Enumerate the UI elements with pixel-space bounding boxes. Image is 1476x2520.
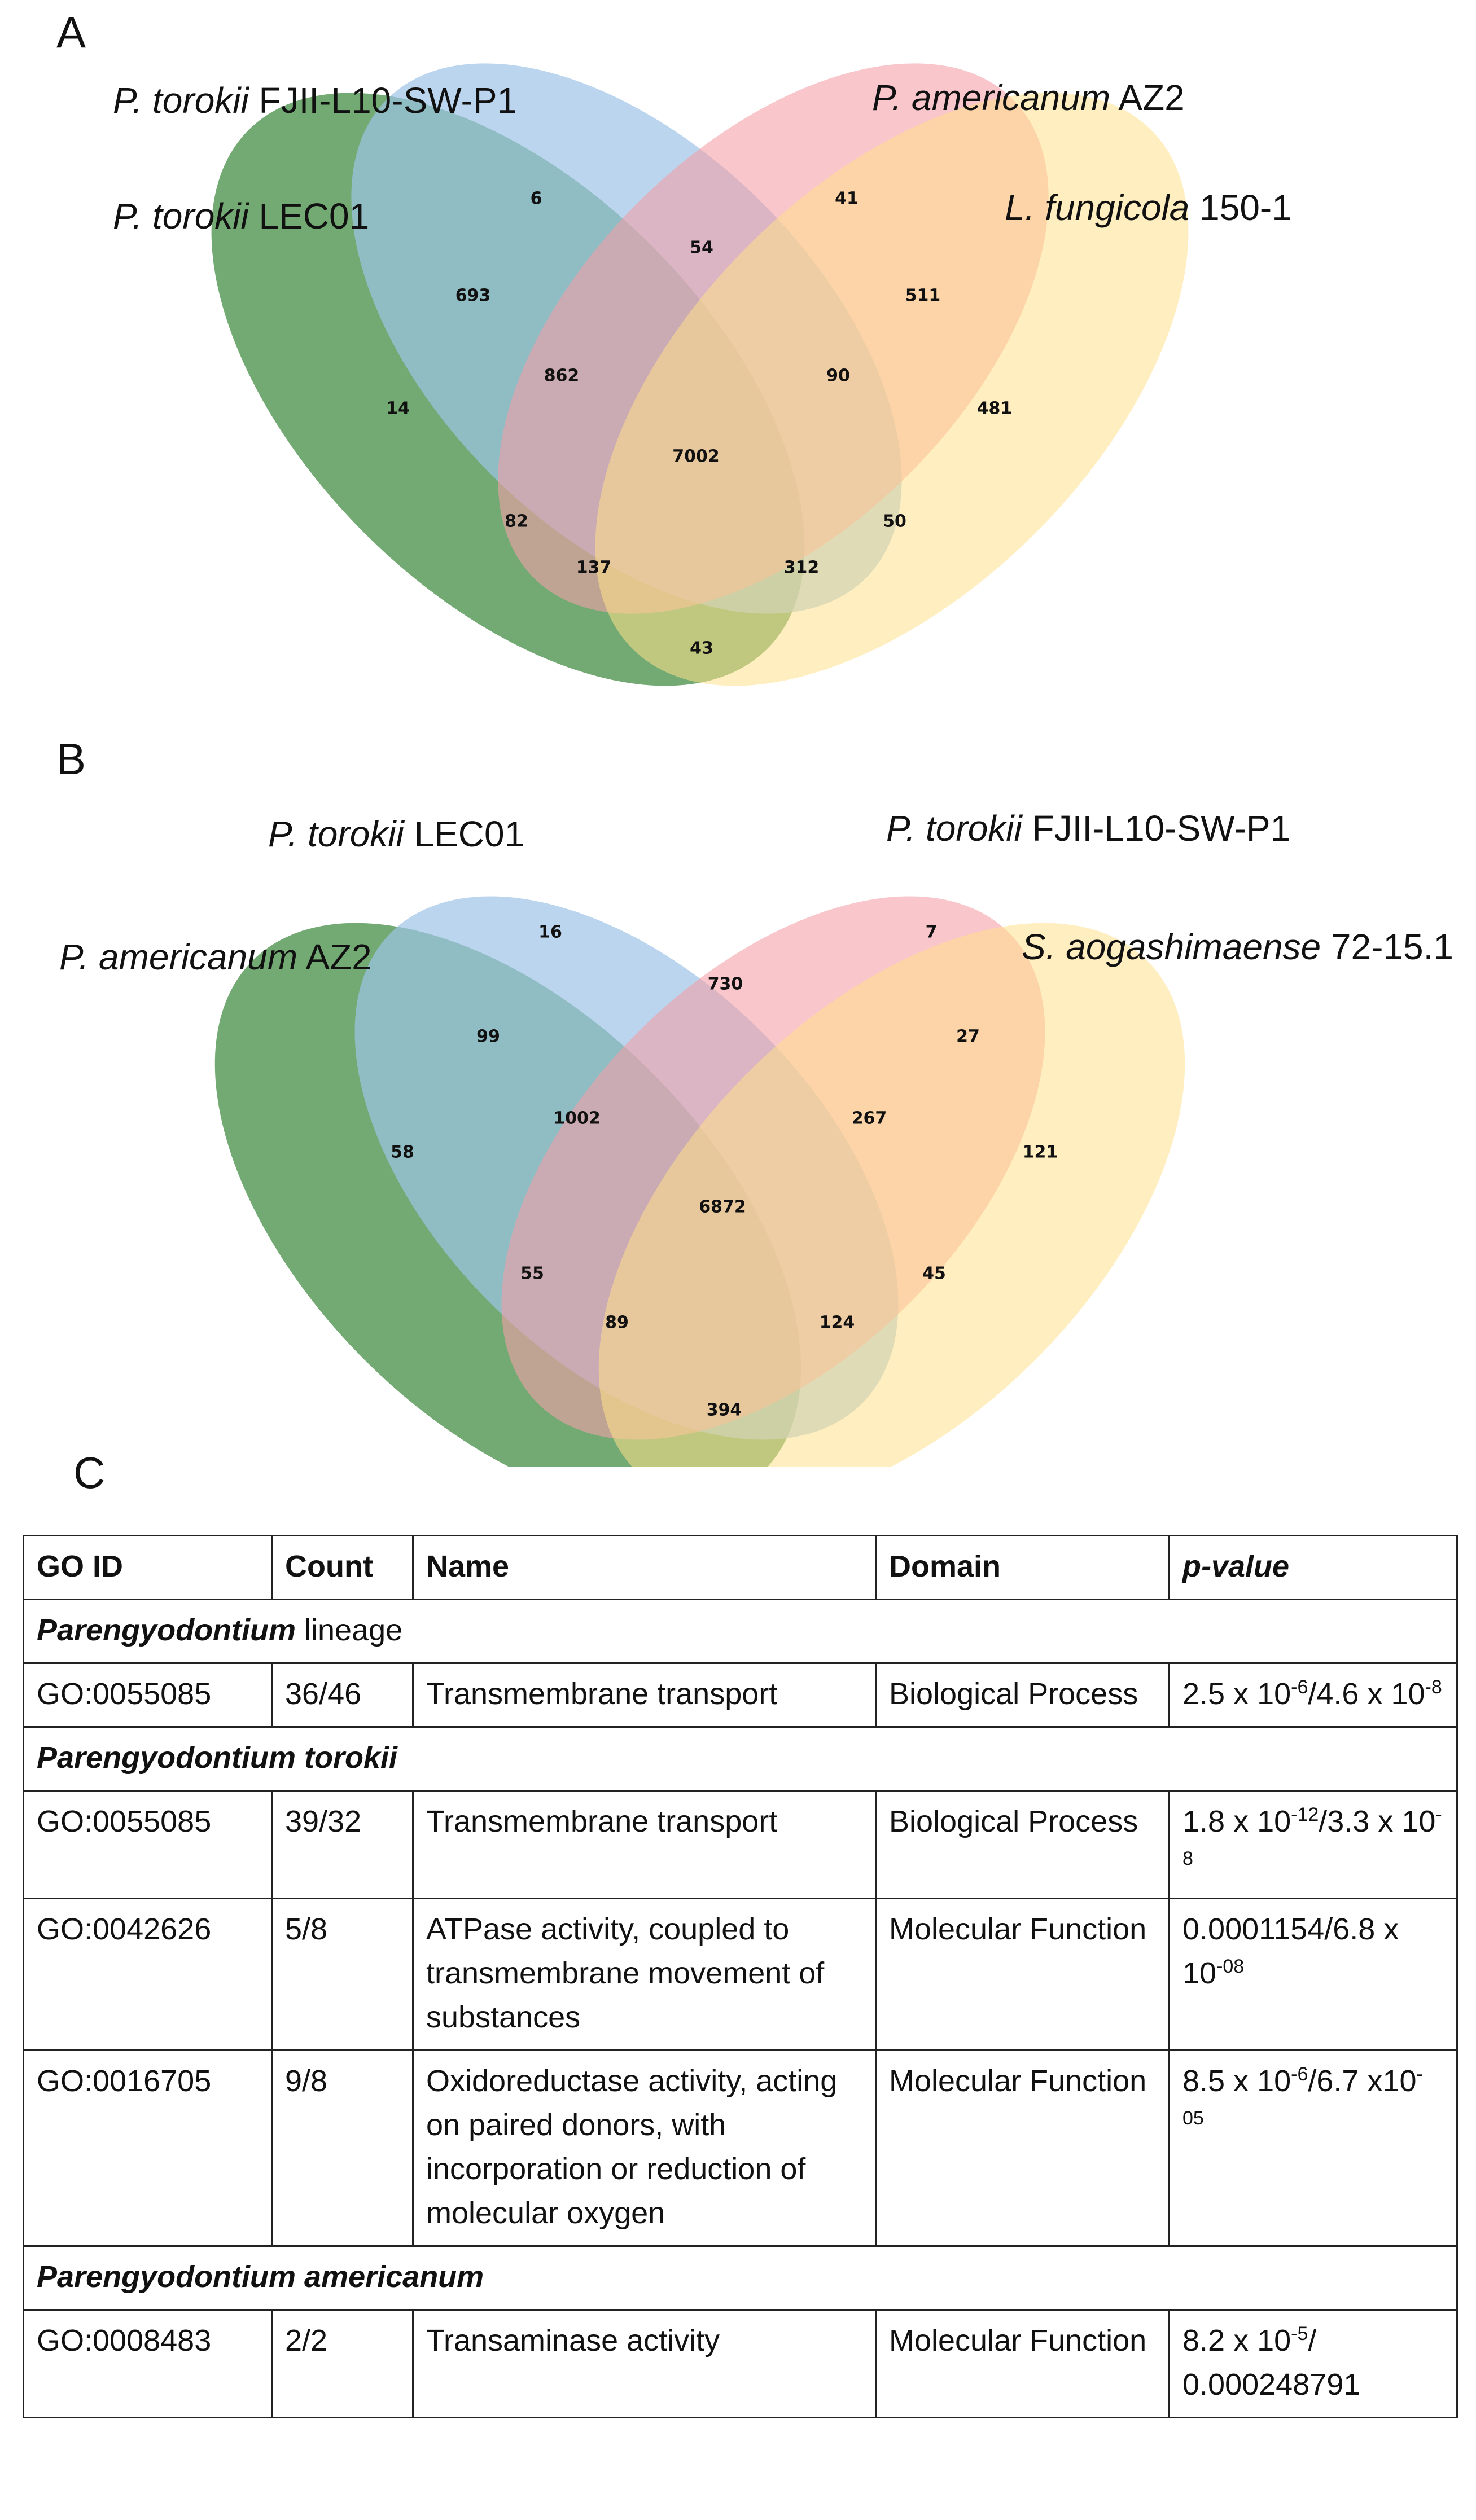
venn-a-count: 54 bbox=[690, 238, 713, 258]
venn-a-count: 50 bbox=[883, 512, 906, 532]
venn-a-set-2-label: P. americanum AZ2 bbox=[872, 77, 1185, 118]
venn-b-set-2-label: P. torokii FJII-L10-SW-P1 bbox=[886, 808, 1290, 849]
venn-b-count: 6872 bbox=[699, 1197, 746, 1217]
cell-go-id: GO:0055085 bbox=[23, 1790, 273, 1899]
venn-a-count: 41 bbox=[835, 189, 859, 209]
cell-p-value: 0.0001154/6.8 x 10-08 bbox=[1168, 1898, 1458, 2051]
cell-p-value: 8.2 x 10-5/ 0.000248791 bbox=[1168, 2309, 1458, 2418]
table-row: GO:0055085 36/46 Transmembrane transport… bbox=[23, 1662, 1458, 1728]
venn-a-count: 312 bbox=[784, 558, 820, 578]
venn-b-set-4-label: S. aogashimaense 72-15.1 bbox=[1022, 927, 1453, 967]
header-domain: Domain bbox=[875, 1535, 1170, 1600]
venn-a-count: 6 bbox=[531, 189, 542, 209]
venn-a-count: 82 bbox=[505, 512, 528, 532]
venn-b-count: 394 bbox=[707, 1401, 742, 1420]
venn-b-set-3-label: P. americanum AZ2 bbox=[59, 937, 372, 977]
section-row: Parengyodontium torokii bbox=[23, 1726, 1458, 1792]
cell-go-id: GO:0016705 bbox=[23, 2049, 273, 2247]
venn-a-set-3-label: P. torokii LEC01 bbox=[113, 196, 369, 236]
section-row: Parengyodontium americanum bbox=[23, 2245, 1458, 2311]
venn-a-count: 693 bbox=[455, 286, 491, 306]
venn-a-count: 90 bbox=[826, 366, 850, 386]
section-row: Parengyodontium lineage bbox=[23, 1599, 1458, 1664]
venn-diagram-a: P. torokii FJII-L10-SW-P1 P. americanum … bbox=[0, 0, 1476, 734]
venn-a-set-4-label: L. fungicola 150-1 bbox=[1005, 187, 1292, 228]
venn-a-count: 7002 bbox=[672, 447, 720, 467]
venn-b-count: 16 bbox=[538, 923, 562, 942]
cell-domain: Biological Process bbox=[875, 1662, 1170, 1728]
header-go-id: GO ID bbox=[23, 1535, 273, 1600]
panel-label-a: A bbox=[56, 7, 86, 57]
cell-name: Oxidoreductase activity, acting on paire… bbox=[412, 2049, 877, 2247]
cell-p-value: 2.5 x 10-6/4.6 x 10-8 bbox=[1168, 1662, 1458, 1728]
venn-b-count: 1002 bbox=[553, 1109, 601, 1129]
header-p-value: p-value bbox=[1168, 1535, 1458, 1600]
header-name: Name bbox=[412, 1535, 877, 1600]
table-row: GO:0055085 39/32 Transmembrane transport… bbox=[23, 1790, 1458, 1899]
table-row: GO:0016705 9/8 Oxidoreductase activity, … bbox=[23, 2049, 1458, 2247]
cell-go-id: GO:0042626 bbox=[23, 1898, 273, 2051]
venn-a-set-1-label: P. torokii FJII-L10-SW-P1 bbox=[113, 80, 517, 121]
venn-b-count: 89 bbox=[605, 1313, 629, 1333]
venn-b-count: 27 bbox=[956, 1027, 980, 1047]
venn-b-count: 121 bbox=[1023, 1143, 1058, 1162]
venn-diagram-b: P. torokii LEC01 P. torokii FJII-L10-SW-… bbox=[0, 734, 1476, 1467]
venn-b-count: 55 bbox=[520, 1264, 544, 1284]
cell-count: 2/2 bbox=[271, 2309, 414, 2418]
venn-a-count: 511 bbox=[905, 286, 941, 306]
cell-count: 39/32 bbox=[271, 1790, 414, 1899]
cell-domain: Biological Process bbox=[875, 1790, 1170, 1899]
section-title: Parengyodontium americanum bbox=[23, 2245, 1458, 2311]
panel-label-b: B bbox=[56, 734, 86, 784]
header-count: Count bbox=[271, 1535, 414, 1600]
venn-b-count: 730 bbox=[708, 974, 743, 994]
venn-b-set-1-label: P. torokii LEC01 bbox=[268, 814, 524, 854]
cell-go-id: GO:0055085 bbox=[23, 1662, 273, 1728]
venn-b-count: 267 bbox=[852, 1109, 887, 1129]
venn-a-count: 481 bbox=[977, 399, 1013, 419]
table-row: GO:0008483 2/2 Transaminase activity Mol… bbox=[23, 2309, 1458, 2418]
cell-name: Transaminase activity bbox=[412, 2309, 877, 2418]
venn-b-count: 45 bbox=[922, 1264, 946, 1284]
table-row: GO:0042626 5/8 ATPase activity, coupled … bbox=[23, 1898, 1458, 2051]
cell-go-id: GO:0008483 bbox=[23, 2309, 273, 2418]
cell-count: 9/8 bbox=[271, 2049, 414, 2247]
venn-b-count: 58 bbox=[391, 1143, 414, 1162]
venn-a-count: 862 bbox=[544, 366, 580, 386]
cell-p-value: 1.8 x 10-12/3.3 x 10-8 bbox=[1168, 1790, 1458, 1899]
venn-a-count: 14 bbox=[386, 399, 410, 419]
cell-domain: Molecular Function bbox=[875, 2049, 1170, 2247]
cell-p-value: 8.5 x 10-6/6.7 x10-05 bbox=[1168, 2049, 1458, 2247]
venn-b-count: 124 bbox=[820, 1313, 855, 1333]
cell-count: 36/46 bbox=[271, 1662, 414, 1728]
table-header-row: GO ID Count Name Domain p-value bbox=[23, 1535, 1458, 1600]
section-title: Parengyodontium torokii bbox=[23, 1726, 1458, 1792]
venn-b-count: 7 bbox=[926, 923, 938, 942]
venn-a-set-4-ellipse bbox=[595, 93, 1189, 686]
cell-count: 5/8 bbox=[271, 1898, 414, 2051]
cell-domain: Molecular Function bbox=[875, 2309, 1170, 2418]
cell-name: ATPase activity, coupled to transmembran… bbox=[412, 1898, 877, 2051]
venn-b-count: 99 bbox=[476, 1027, 500, 1047]
venn-a-count: 43 bbox=[690, 639, 713, 658]
panel-label-c: C bbox=[73, 1448, 106, 1498]
cell-name: Transmembrane transport bbox=[412, 1790, 877, 1899]
venn-a-count: 137 bbox=[576, 558, 612, 578]
venn-b-set-4-ellipse bbox=[598, 923, 1185, 1467]
section-title: Parengyodontium lineage bbox=[23, 1599, 1458, 1664]
cell-domain: Molecular Function bbox=[875, 1898, 1170, 2051]
go-enrichment-table: GO ID Count Name Domain p-value Parengyo… bbox=[23, 1535, 1458, 2418]
cell-name: Transmembrane transport bbox=[412, 1662, 877, 1728]
